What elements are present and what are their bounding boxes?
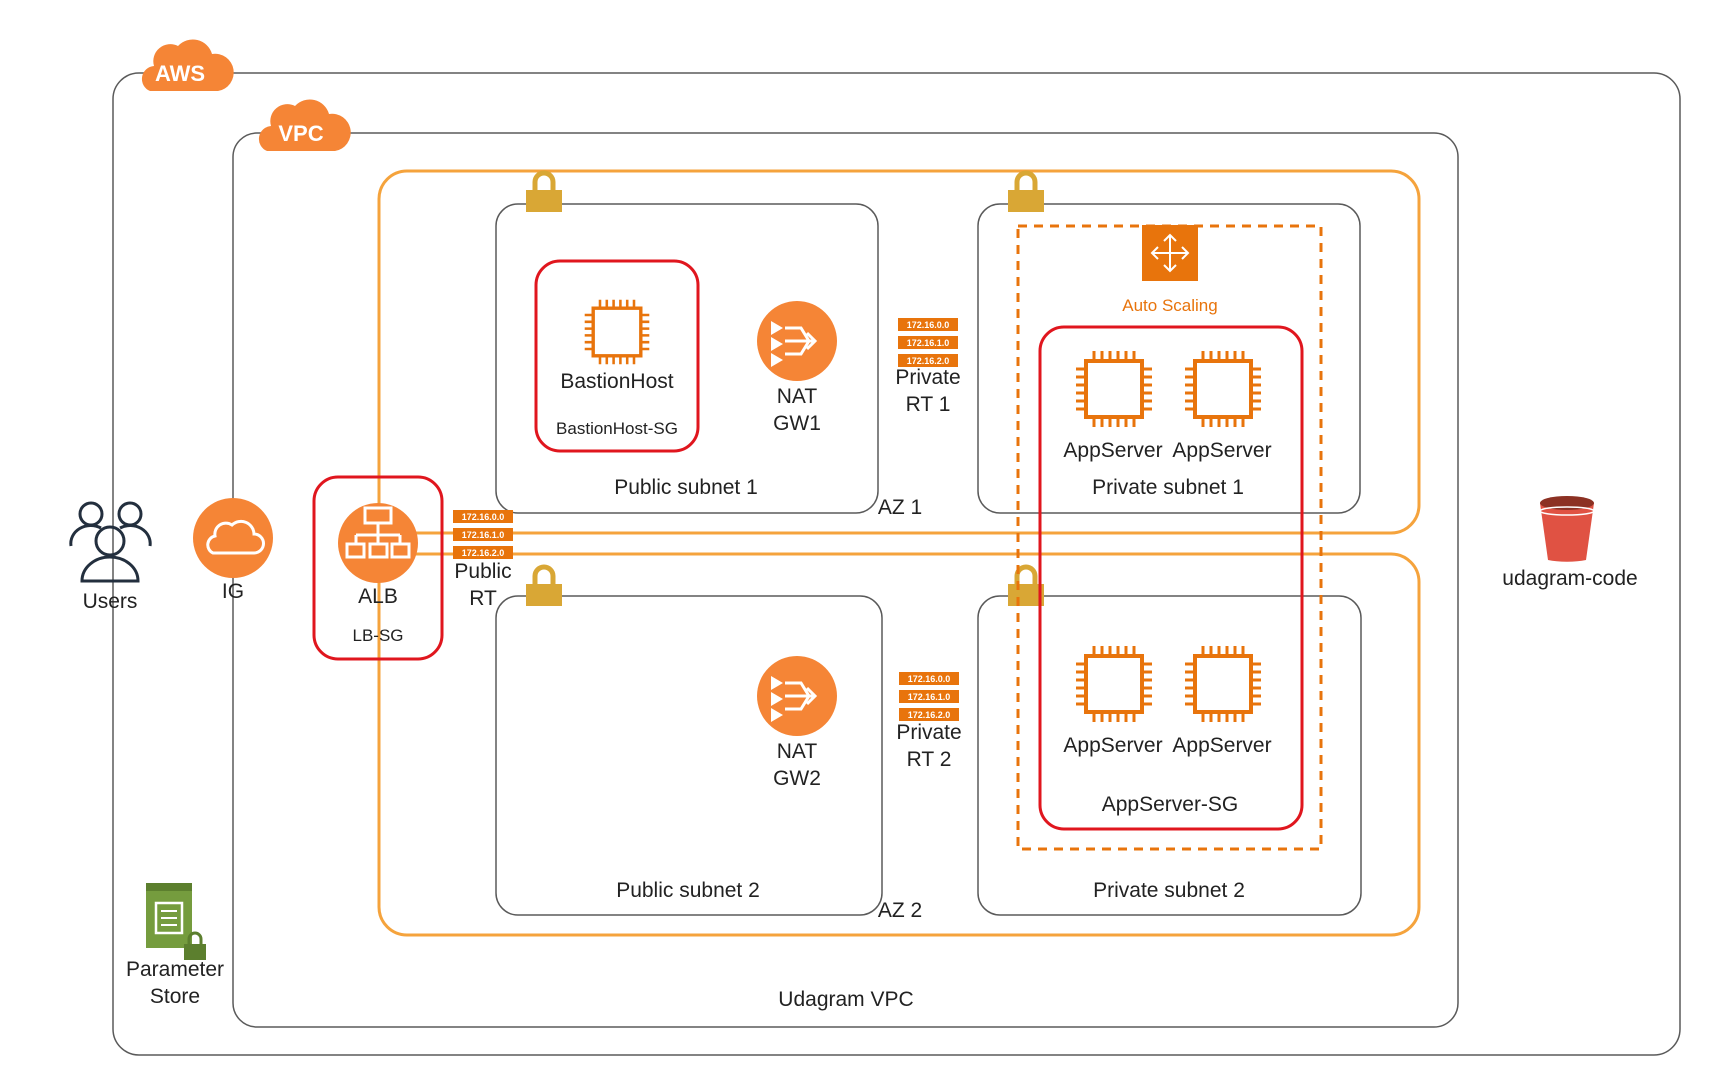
route-row: 172.16.2.0 — [462, 548, 505, 558]
nat2-label-line1: NAT — [777, 740, 818, 763]
route-row: 172.16.0.0 — [908, 674, 951, 684]
route-row: 172.16.1.0 — [908, 692, 951, 702]
route-row: 172.16.2.0 — [908, 710, 951, 720]
bastion-sg-boundary — [534, 259, 700, 453]
parameter-store-icon — [146, 883, 206, 960]
app-server-icon — [1074, 644, 1154, 724]
app-server-label: AppServer — [1063, 439, 1162, 462]
bastion-host-icon — [583, 298, 651, 366]
aws-cloud-icon: AWS — [141, 39, 234, 91]
vpc-boundary — [232, 132, 1459, 1028]
public-subnet-1 — [495, 203, 879, 514]
private-rt-2-icon: 172.16.0.0 172.16.1.0 172.16.2.0 — [899, 672, 959, 721]
internet-gateway-icon — [193, 498, 273, 578]
app-server-icon — [1074, 349, 1154, 429]
route-row: 172.16.0.0 — [462, 512, 505, 522]
lock-icon — [526, 567, 562, 606]
public-subnet-2-label: Public subnet 2 — [616, 879, 760, 902]
parameter-store-label-line2: Store — [150, 985, 200, 1008]
route-row: 172.16.1.0 — [907, 338, 950, 348]
load-balancer-icon — [338, 503, 418, 583]
users-label: Users — [83, 590, 138, 613]
appserver-sg-label: AppServer-SG — [1102, 793, 1239, 816]
az2-label: AZ 2 — [878, 899, 922, 922]
route-row: 172.16.1.0 — [462, 530, 505, 540]
app-server-icon — [1183, 349, 1263, 429]
az2-boundary — [377, 552, 1421, 937]
bucket-label: udagram-code — [1502, 567, 1637, 590]
vpc-name-label: Udagram VPC — [778, 988, 913, 1011]
private-rt-2-label-line2: RT 2 — [907, 748, 952, 771]
public-subnet-2 — [495, 595, 883, 916]
s3-bucket-icon — [1539, 496, 1595, 562]
users-icon — [69, 501, 152, 583]
app-server-label: AppServer — [1063, 734, 1162, 757]
auto-scaling-icon — [1142, 225, 1198, 281]
nat1-label-line2: GW1 — [773, 412, 821, 435]
route-row: 172.16.0.0 — [907, 320, 950, 330]
route-row: 172.16.2.0 — [907, 356, 950, 366]
private-rt-1-icon: 172.16.0.0 172.16.1.0 172.16.2.0 — [898, 318, 958, 367]
vpc-badge-label: VPC — [278, 121, 323, 146]
private-subnet-2-label: Private subnet 2 — [1093, 879, 1245, 902]
parameter-store-label-line1: Parameter — [126, 958, 224, 981]
ig-label: IG — [222, 580, 244, 603]
app-server-label: AppServer — [1172, 439, 1271, 462]
aws-cloud-boundary — [112, 72, 1681, 1056]
lb-sg-label: LB-SG — [352, 626, 403, 645]
auto-scaling-label: Auto Scaling — [1122, 296, 1217, 315]
aws-badge-label: AWS — [155, 61, 205, 86]
nat-gateway-icon — [755, 654, 839, 738]
nat1-label-line1: NAT — [777, 385, 818, 408]
lock-icon — [526, 173, 562, 212]
private-subnet-1 — [977, 203, 1361, 514]
az1-boundary — [377, 169, 1421, 535]
bastion-sg-label: BastionHost-SG — [556, 419, 678, 438]
public-rt-label-line1: Public — [454, 560, 511, 583]
nat2-label-line2: GW2 — [773, 767, 821, 790]
appserver-sg-boundary — [1038, 325, 1304, 831]
public-rt-icon: 172.16.0.0 172.16.1.0 172.16.2.0 — [453, 510, 513, 559]
private-rt-1-label-line1: Private — [895, 366, 960, 389]
public-subnet-1-label: Public subnet 1 — [614, 476, 758, 499]
bastion-host-label: BastionHost — [560, 370, 673, 393]
private-rt-1-label-line2: RT 1 — [906, 393, 951, 416]
private-rt-2-label-line1: Private — [896, 721, 961, 744]
alb-label: ALB — [358, 585, 398, 608]
app-server-label: AppServer — [1172, 734, 1271, 757]
vpc-cloud-icon: VPC — [258, 99, 351, 151]
public-rt-label-line2: RT — [469, 587, 497, 610]
lb-sg-boundary — [312, 475, 444, 661]
private-subnet-2 — [977, 595, 1362, 916]
nat-gateway-icon — [755, 299, 839, 383]
private-subnet-1-label: Private subnet 1 — [1092, 476, 1244, 499]
az1-label: AZ 1 — [878, 496, 922, 519]
lock-icon — [1008, 173, 1044, 212]
app-server-icon — [1183, 644, 1263, 724]
